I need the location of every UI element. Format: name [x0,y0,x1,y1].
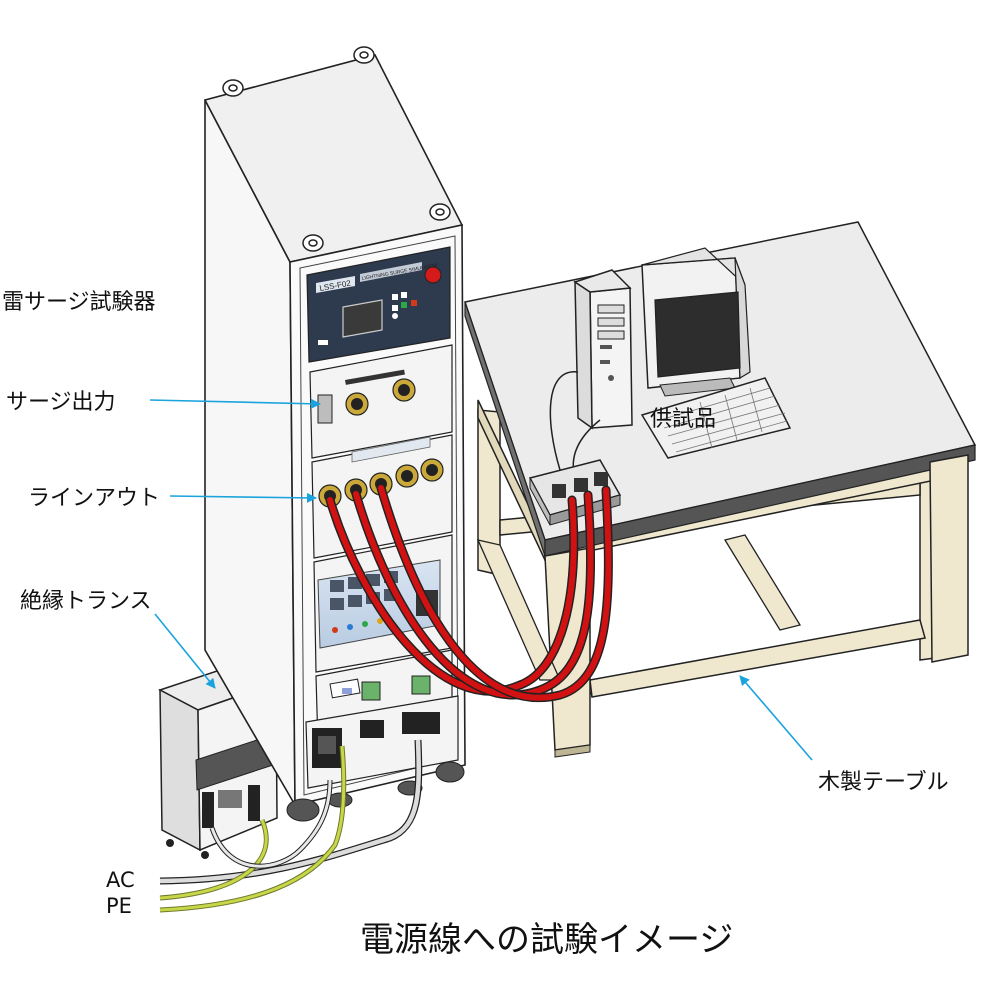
label-pe: PE [106,894,132,918]
monitor-screen [654,291,741,378]
ac-pe-cables [159,739,423,913]
surge-output-connectors [345,378,416,416]
line-out-connectors [318,458,444,508]
label-ac: AC [106,868,135,892]
table-leg-front-right [929,454,969,663]
diagram-caption: 電源線への試験イメージ [360,920,734,960]
emergency-stop-button [424,266,442,284]
line-out-cables [325,483,613,703]
pointer-isolation-transformer [154,613,216,689]
table-stretcher [589,619,926,698]
surge-output-panel [309,344,453,459]
label-line-out: ラインアウト [28,486,161,511]
pointer-line-out [169,492,317,503]
tester-display [342,299,383,338]
label-surge-output: サージ出力 [6,390,116,415]
label-eut: 供試品 [650,407,717,432]
surge-tester-rack: LSS-F02 LIGHTNING SURGE SIMULATOR [203,46,466,822]
callout-arrows [149,398,813,761]
label-wooden-table: 木製テーブル [818,770,949,795]
pointer-surge-output [149,398,321,409]
pointer-wooden-table [739,675,813,761]
label-surge-tester: 雷サージ試験器 [2,290,156,315]
label-isolation-transformer: 絶縁トランス [20,589,152,614]
eut-computer [549,247,792,479]
